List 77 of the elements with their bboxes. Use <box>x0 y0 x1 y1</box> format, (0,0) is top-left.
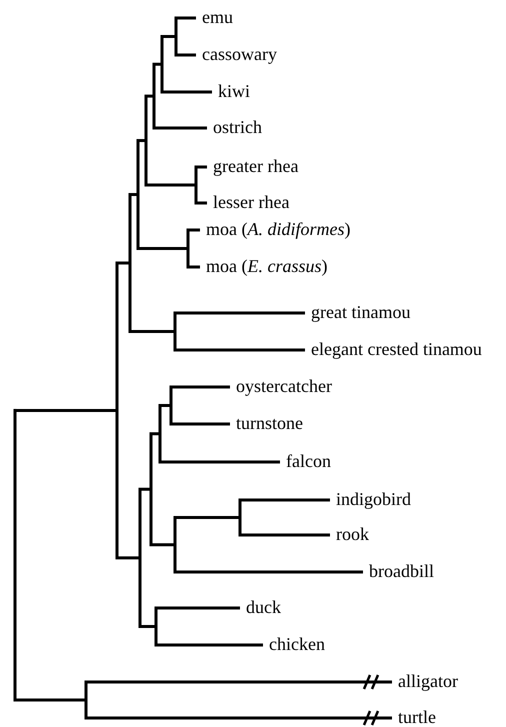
branch-line <box>162 404 170 407</box>
species-label: moa (E. crassus) <box>200 256 328 276</box>
branch-line <box>242 498 330 502</box>
tree-branch <box>174 16 178 56</box>
tree-branch <box>170 386 172 426</box>
branch-line <box>156 62 160 66</box>
tree-branch <box>84 680 88 720</box>
tree-branch <box>136 139 140 250</box>
branch-line <box>142 488 150 491</box>
tree-branch <box>174 516 176 574</box>
branch-line <box>158 644 263 646</box>
tree-branch <box>152 62 156 130</box>
tree-branch <box>14 408 16 702</box>
species-label: rook <box>330 524 369 544</box>
tree-branch <box>144 94 148 186</box>
branch-line <box>16 698 84 702</box>
branch-line <box>198 202 207 204</box>
branch-line <box>190 266 200 268</box>
tree-branch <box>138 488 142 628</box>
tree-branch <box>158 404 162 464</box>
tree-branch <box>154 606 158 646</box>
species-label: duck <box>240 597 281 617</box>
species-label: elegant crested tinamou <box>305 339 482 359</box>
branch-line <box>172 386 230 388</box>
species-label: turtle <box>392 707 436 727</box>
tree-branch <box>194 166 198 204</box>
species-label: emu <box>196 7 233 27</box>
species-label: greater rhea <box>207 156 298 176</box>
branch-line <box>132 193 136 196</box>
branch-line <box>88 680 392 684</box>
tree-branch <box>116 262 118 560</box>
species-label: oystercatcher <box>230 376 332 396</box>
species-label: lesser rhea <box>207 192 290 212</box>
branch-line <box>156 126 207 130</box>
branch-line <box>16 408 116 412</box>
branch-line <box>242 534 330 536</box>
branch-line <box>176 516 238 519</box>
branch-line <box>178 54 196 56</box>
branch-line <box>162 460 280 464</box>
species-label: broadbill <box>363 561 434 581</box>
branch-line <box>172 422 230 426</box>
branch-line <box>176 312 305 314</box>
branch-line <box>158 606 240 610</box>
branch-line <box>148 94 152 98</box>
branch-line <box>88 716 392 720</box>
species-label: turnstone <box>230 413 303 433</box>
species-label: great tinamou <box>305 302 410 322</box>
tree-branch <box>150 432 152 546</box>
branch-line <box>176 348 305 352</box>
branch-line <box>152 432 158 436</box>
branch-line <box>140 247 186 250</box>
branch-line <box>152 543 174 546</box>
species-label: moa (A. didiformes) <box>200 219 350 239</box>
branch-line <box>142 625 154 628</box>
species-label: chicken <box>263 634 325 654</box>
species-label: ostrich <box>207 117 262 137</box>
tree-branch <box>174 312 176 352</box>
species-label: kiwi <box>212 81 250 101</box>
branch-line <box>140 139 144 142</box>
species-label: falcon <box>280 451 331 471</box>
tree-branch <box>128 193 132 333</box>
tree-branch <box>160 35 164 94</box>
branch-line <box>176 570 363 574</box>
tree-branch <box>238 498 242 536</box>
species-label: alligator <box>392 671 458 691</box>
branch-line <box>118 556 138 560</box>
species-label: cassowary <box>196 44 277 64</box>
branch-line <box>148 184 194 186</box>
branch-line <box>178 16 196 20</box>
branch-line <box>190 228 200 232</box>
branch-line <box>164 35 174 38</box>
species-label: indigobird <box>330 489 411 509</box>
branch-line <box>198 166 207 168</box>
branch-line <box>132 330 174 333</box>
tree-branch <box>186 228 190 268</box>
branch-line <box>164 90 212 94</box>
branch-line <box>118 262 128 265</box>
